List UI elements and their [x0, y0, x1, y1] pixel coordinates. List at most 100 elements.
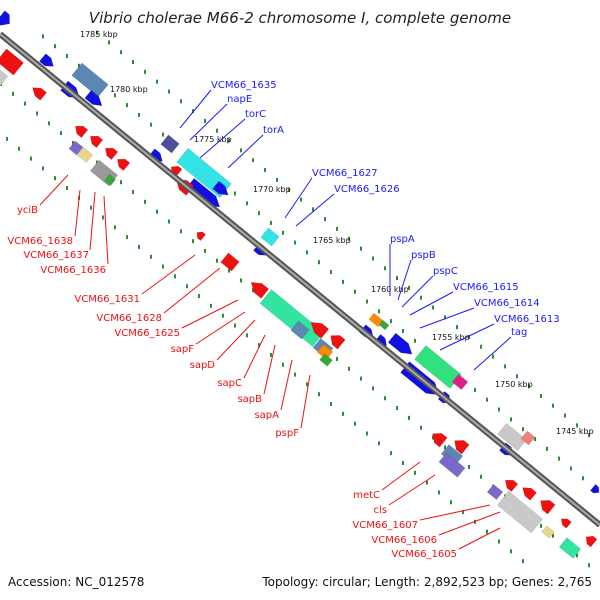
gene-label-reverse: yciB — [17, 205, 38, 216]
ruler-label: 1785 kbp — [80, 30, 118, 39]
cds-forward — [212, 180, 229, 196]
cds-reverse — [330, 335, 346, 350]
cds-block-green — [414, 345, 462, 389]
tick-dot — [540, 523, 542, 528]
gene-labels: VCM66_1635napEtorCtorAVCM66_1627VCM66_16… — [7, 80, 559, 560]
tick-dot — [402, 460, 404, 465]
tick-dot — [390, 451, 392, 456]
tick-dot — [168, 219, 170, 224]
tick-dot — [384, 266, 386, 271]
tick-dot — [306, 382, 308, 387]
label-leader — [381, 461, 421, 491]
gene-label-forward: VCM66_1613 — [494, 314, 560, 325]
tick-dot — [90, 205, 92, 210]
tick-dot — [294, 240, 296, 245]
tick-dot — [510, 549, 512, 554]
cds-forward — [590, 484, 600, 494]
tick-dot — [228, 268, 230, 273]
tick-dot — [96, 30, 98, 35]
tick-dot — [492, 354, 494, 359]
gene-label-reverse: sapF — [171, 344, 195, 355]
gene-label-reverse: sapB — [237, 394, 262, 405]
cds-block-green — [259, 289, 325, 347]
tick-dot — [438, 490, 440, 495]
tick-dot — [564, 413, 566, 418]
tick-dot — [174, 274, 176, 279]
cds-reverse — [32, 87, 47, 101]
tick-dot — [462, 510, 464, 515]
tick-dot — [342, 411, 344, 416]
gene-label-reverse: VCM66_1631 — [74, 294, 140, 305]
label-leader — [295, 193, 335, 227]
tick-dot — [54, 176, 56, 181]
cds-reverse — [310, 322, 330, 339]
tick-dot — [54, 44, 56, 49]
map-title: Vibrio cholerae M66-2 chromosome I, comp… — [89, 9, 511, 27]
cds-reverse — [0, 48, 24, 76]
tick-dot — [330, 402, 332, 407]
tick-dot — [504, 364, 506, 369]
tick-dot — [384, 396, 386, 401]
label-leader — [439, 323, 495, 351]
tick-dot — [486, 529, 488, 534]
ruler-label: 1765 kbp — [313, 236, 351, 245]
cds-block-grey — [0, 65, 9, 87]
tick-dot — [192, 239, 194, 244]
tick-dot — [120, 50, 122, 55]
tick-dot — [186, 284, 188, 289]
tick-dot — [366, 299, 368, 304]
gene-label-forward: VCM66_1615 — [453, 282, 519, 293]
cds-forward — [387, 332, 413, 355]
tick-dot — [150, 254, 152, 259]
tick-dot — [234, 191, 236, 196]
tick-dot — [138, 244, 140, 249]
cds-reverse — [560, 518, 572, 529]
ruler-label: 1770 kbp — [253, 185, 291, 194]
tick-dot — [468, 334, 470, 339]
tick-dot — [522, 427, 524, 432]
gene-label-reverse: VCM66_1628 — [96, 313, 162, 324]
cds-reverse — [505, 479, 519, 493]
tick-dot — [66, 186, 68, 191]
gene-label-reverse: VCM66_1605 — [391, 549, 457, 560]
tick-dot — [396, 406, 398, 411]
tick-dot — [162, 264, 164, 269]
tick-dot — [336, 356, 338, 361]
tick-dot — [78, 63, 80, 68]
cds-block — [486, 483, 504, 501]
tick-dot — [60, 131, 62, 136]
label-leader — [181, 299, 239, 329]
tick-dot — [102, 215, 104, 220]
tick-dot — [126, 235, 128, 240]
tick-dot — [528, 384, 530, 389]
tick-dot — [522, 559, 524, 564]
cds-reverse — [432, 433, 448, 448]
cds-reverse — [90, 135, 104, 149]
label-leader — [74, 189, 81, 237]
label-leader — [39, 174, 69, 206]
ruler-label: 1755 kbp — [432, 333, 470, 342]
tick-dot — [546, 446, 548, 451]
cds-reverse — [117, 158, 131, 172]
cds-block — [76, 146, 94, 164]
label-leader — [401, 275, 434, 308]
tick-dot — [288, 187, 290, 192]
tick-dot — [540, 393, 542, 398]
gene-label-forward: pspA — [390, 234, 415, 245]
label-leader — [195, 311, 246, 345]
accession: Accession: NC_012578 — [8, 575, 144, 589]
tick-dot — [318, 392, 320, 397]
tick-dot — [498, 539, 500, 544]
tick-dot — [258, 343, 260, 348]
tick-dot — [510, 417, 512, 422]
tick-dot — [162, 132, 164, 137]
label-leader-lines — [39, 89, 512, 550]
label-leader — [419, 504, 491, 521]
label-leader — [438, 511, 501, 536]
cds-reverse — [540, 500, 556, 515]
cds-forward — [39, 53, 54, 67]
tick-dot — [300, 197, 302, 202]
genome-summary: Topology: circular; Length: 2,892,523 bp… — [261, 575, 592, 589]
tick-dot — [150, 122, 152, 127]
label-leader — [458, 527, 501, 550]
